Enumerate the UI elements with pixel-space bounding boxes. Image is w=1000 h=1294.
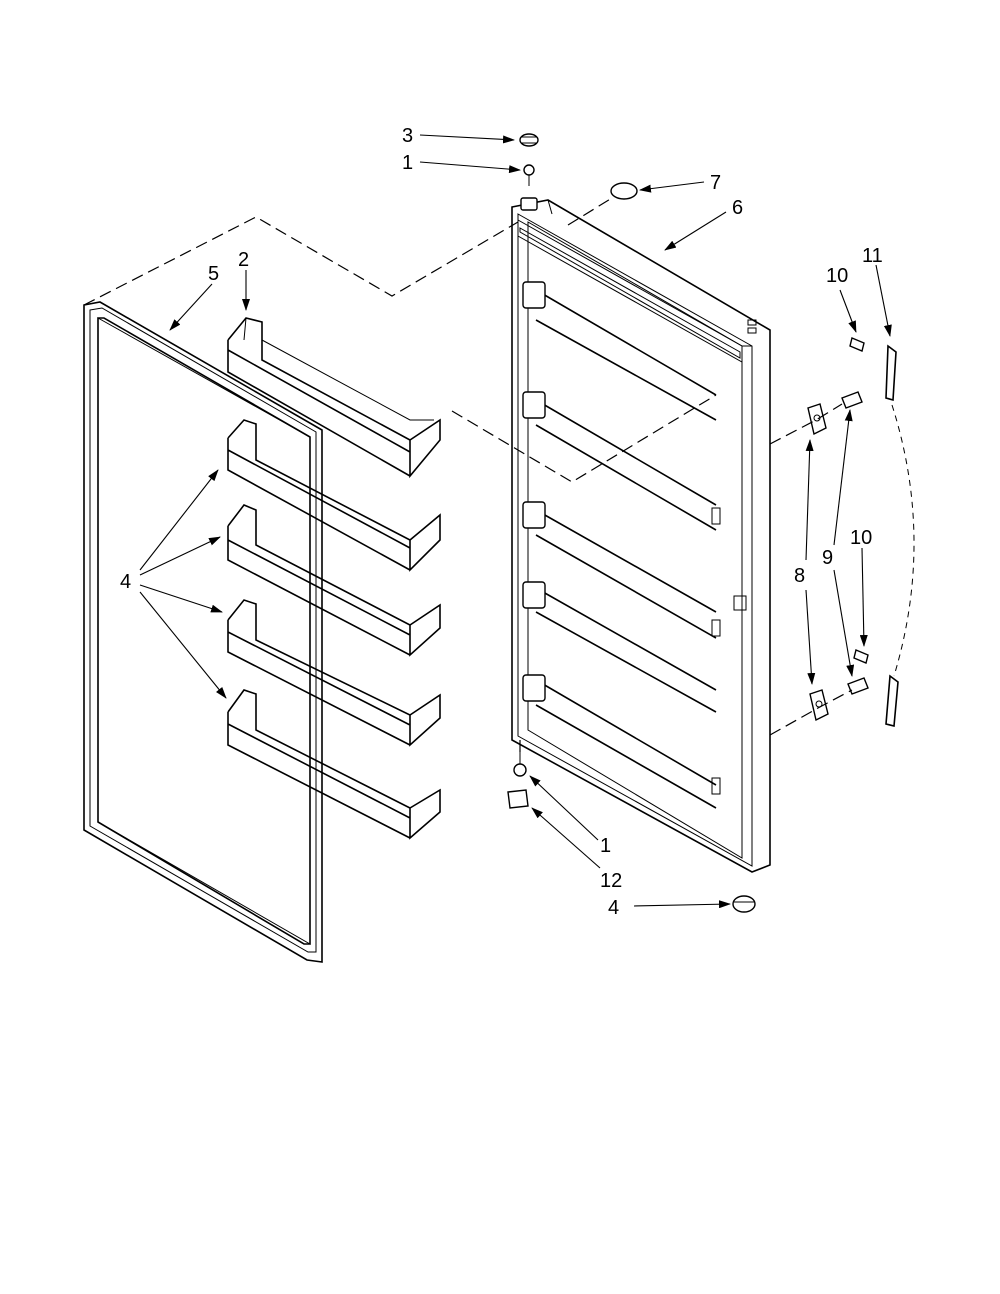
callout-12: 12: [600, 870, 622, 892]
door-bin-3: [227, 599, 441, 747]
door-gasket: [83, 301, 323, 963]
callout-1-bottom: 1: [600, 835, 611, 857]
callout-7: 7: [710, 172, 721, 194]
callout-4-left: 4: [120, 571, 131, 593]
freezer-door: [511, 199, 771, 873]
callout-labels: 3 1 7 6 5 2 10 11 4 8 9 10 1 12 4: [120, 125, 883, 919]
door-bin-1: [227, 419, 441, 572]
callout-10-bottom: 10: [850, 527, 872, 549]
hinge-pin-cap-3: [519, 133, 539, 147]
handle-spacer-9-bottom: [847, 677, 869, 695]
callout-11: 11: [862, 245, 883, 267]
callout-1-top: 1: [402, 152, 413, 174]
handle-screw-10-top: [849, 337, 865, 352]
callout-8: 8: [794, 565, 805, 587]
callout-10-top: 10: [826, 265, 848, 287]
handle-mount-8-bottom: [809, 689, 829, 722]
bushing-top: [520, 197, 538, 211]
screw-1-top: [523, 164, 535, 186]
door-bin-4: [227, 689, 441, 840]
handle-mount-8-top: [807, 403, 827, 436]
callout-3-top: 3: [402, 125, 413, 147]
callout-6: 6: [732, 197, 743, 219]
callout-4-bottom: 4: [608, 897, 619, 919]
callout-2: 2: [238, 249, 249, 271]
leader-lines: [139, 134, 892, 909]
assembly-lines: [83, 197, 853, 752]
door-shelf-2: [227, 317, 441, 479]
screw-1-bottom: [513, 750, 527, 777]
handle-screw-10-bottom: [853, 649, 869, 664]
handle-spacer-9-top: [841, 391, 863, 409]
button-plug-7: [610, 182, 638, 200]
callout-9: 9: [822, 547, 833, 569]
hinge-12: [507, 789, 529, 809]
door-stop-4: [732, 895, 756, 913]
handle-11: [885, 344, 915, 728]
callout-5: 5: [208, 263, 219, 285]
door-bin-2: [227, 504, 441, 657]
